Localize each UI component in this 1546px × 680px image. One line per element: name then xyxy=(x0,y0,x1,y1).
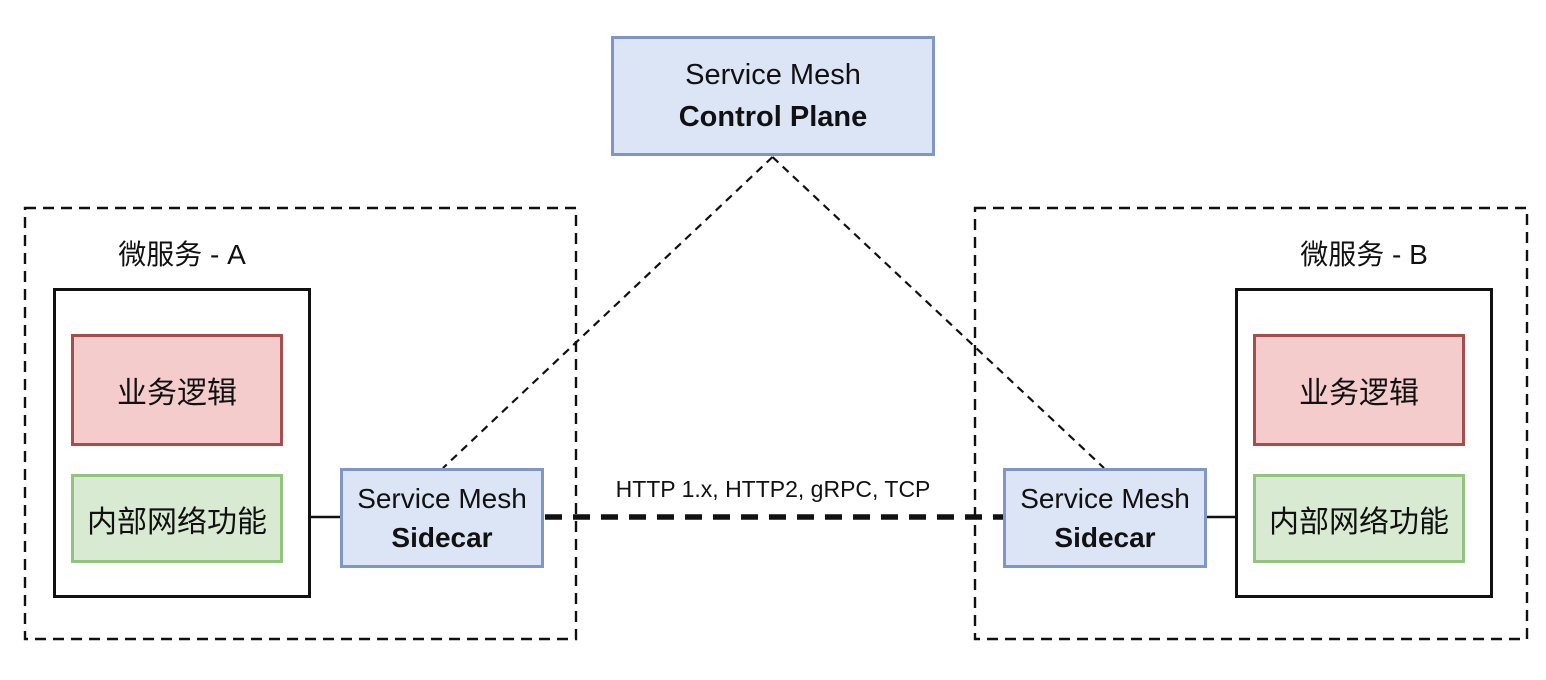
microservice-a-title: 微服务 - A xyxy=(118,239,246,270)
business-logic-label-a: 业务逻辑 xyxy=(117,377,237,410)
internal-network-box-b: 内部网络功能 xyxy=(1253,474,1465,563)
sidecar-box-a: Service Mesh Sidecar xyxy=(340,468,544,568)
internal-network-label-b: 内部网络功能 xyxy=(1269,505,1449,539)
sidecar-b-line2: Sidecar xyxy=(1054,522,1156,553)
microservice-a-container xyxy=(23,206,578,641)
microservice-b-container xyxy=(973,206,1529,641)
control-plane-line2: Control Plane xyxy=(678,101,868,133)
microservice-b-title: 微服务 - B xyxy=(1300,239,1428,270)
control-plane-link-to-sidecar-b xyxy=(771,156,1105,469)
sidecar-box-b: Service Mesh Sidecar xyxy=(1003,468,1207,568)
control-plane-box: Service Mesh Control Plane xyxy=(611,36,935,156)
sidecar-b-line1: Service Mesh xyxy=(1020,483,1190,514)
sidecar-a-line1: Service Mesh xyxy=(357,483,527,514)
business-logic-box-b: 业务逻辑 xyxy=(1253,334,1465,446)
control-plane-line1: Service Mesh xyxy=(685,59,861,91)
business-logic-label-b: 业务逻辑 xyxy=(1299,377,1419,410)
internal-network-label-a: 内部网络功能 xyxy=(87,505,267,539)
data-link-protocol-label: HTTP 1.x, HTTP2, gRPC, TCP xyxy=(615,476,931,502)
sidecar-a-line2: Sidecar xyxy=(391,522,493,553)
business-logic-box-a: 业务逻辑 xyxy=(71,334,283,446)
control-plane-link-to-sidecar-a xyxy=(442,156,774,469)
internal-network-box-a: 内部网络功能 xyxy=(71,474,283,563)
